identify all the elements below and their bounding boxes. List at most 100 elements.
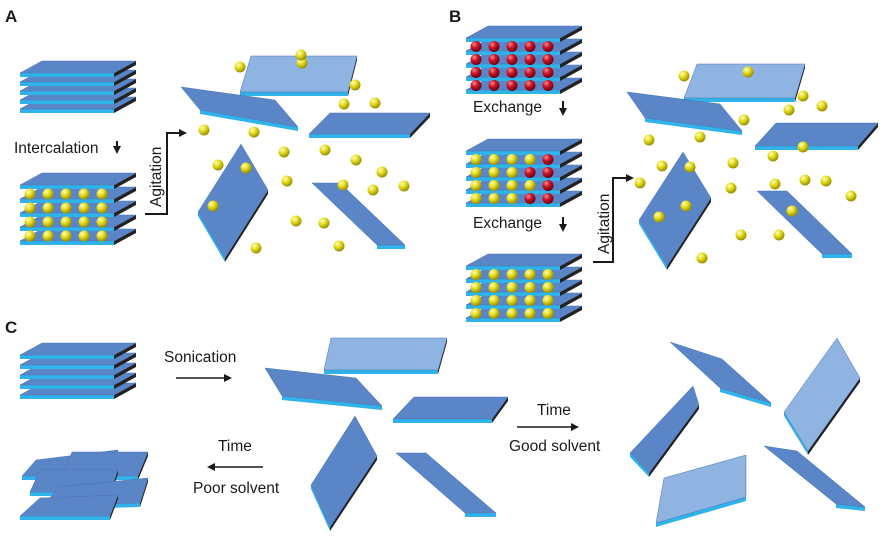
nanosheet (19, 172, 137, 189)
dispersed-sheet (763, 445, 866, 511)
dispersed-sheet (629, 385, 700, 477)
intercalant-ball (367, 184, 379, 196)
cation-ball-red (542, 180, 554, 191)
intercalant-ball (24, 216, 36, 228)
intercalant-ball (319, 144, 331, 156)
intercalant-ball (542, 295, 554, 306)
dispersed-sheet (655, 454, 747, 527)
intercalant-ball (60, 202, 72, 214)
intercalant-ball (488, 269, 500, 280)
dispersed-sheet (395, 452, 497, 517)
intercalant-ball (643, 134, 655, 146)
intercalant-ball (524, 295, 536, 306)
intercalant-ball (653, 211, 665, 223)
restacked-sheet (19, 494, 119, 520)
intercalant-ball (684, 161, 696, 173)
intercalant-ball (542, 282, 554, 293)
nanosheet (465, 253, 583, 270)
red-cation-stack (465, 25, 583, 94)
exchange-label-2: Exchange (473, 215, 542, 232)
exfoliated-sheet (683, 63, 806, 102)
intercalant-ball (488, 295, 500, 306)
intercalant-ball (506, 167, 518, 178)
cation-ball-red (524, 80, 536, 91)
intercalant-ball (198, 124, 210, 136)
cation-ball-red (470, 41, 482, 52)
intercalant-ball (470, 295, 482, 306)
dispersed-sheet (323, 337, 448, 374)
intercalant-ball (786, 205, 798, 217)
cation-ball-red (524, 167, 536, 178)
sheet-layers (19, 25, 879, 531)
intercalant-ball (783, 104, 795, 116)
intercalant-ball (488, 154, 500, 165)
intercalant-ball (96, 188, 108, 200)
intercalant-ball (369, 97, 381, 109)
cation-ball-red (542, 167, 554, 178)
intercalant-ball (742, 66, 754, 78)
intercalated-stack-a (19, 172, 137, 245)
dispersed-sheet (310, 415, 378, 531)
panel-b-letter: B (449, 7, 461, 26)
pristine-stack-a (19, 60, 137, 113)
intercalant-ball (96, 230, 108, 242)
intercalation-label: Intercalation (14, 140, 98, 157)
nanosheet (19, 214, 137, 231)
intercalant-ball (820, 175, 832, 187)
intercalant-ball (398, 180, 410, 192)
elbow-arrow-icon (593, 174, 634, 263)
intercalant-ball (60, 216, 72, 228)
cation-ball-red (506, 54, 518, 65)
nanosheet (19, 228, 137, 245)
intercalant-ball (60, 230, 72, 242)
cation-ball-red (524, 54, 536, 65)
cation-ball-red (470, 67, 482, 78)
intercalant-ball (506, 193, 518, 204)
nanosheet (19, 342, 137, 359)
intercalant-ball (506, 295, 518, 306)
intercalant-ball (470, 180, 482, 191)
intercalant-ball (506, 154, 518, 165)
exchange-label-1: Exchange (473, 99, 542, 116)
intercalant-ball (296, 57, 308, 69)
cation-ball-red (506, 67, 518, 78)
intercalant-ball (506, 180, 518, 191)
intercalant-ball (349, 79, 361, 91)
nanosheet (465, 25, 583, 42)
intercalant-ball (524, 282, 536, 293)
intercalant-ball (42, 230, 54, 242)
intercalant-ball (24, 202, 36, 214)
intercalant-ball (524, 308, 536, 319)
intercalant-ball (24, 230, 36, 242)
dispersed-sheet (392, 396, 509, 423)
agitation-label-b: Agitation (596, 194, 613, 254)
cation-ball-red (524, 67, 536, 78)
intercalant-ball (278, 146, 290, 158)
intercalant-ball (42, 188, 54, 200)
panel-a-letter: A (5, 7, 17, 26)
intercalant-ball (524, 269, 536, 280)
sonication-label: Sonication (164, 349, 236, 366)
intercalant-ball (524, 180, 536, 191)
intercalant-ball (250, 242, 262, 254)
intercalant-ball (797, 141, 809, 153)
intercalant-ball (470, 167, 482, 178)
intercalant-ball (767, 150, 779, 162)
cation-ball-red (488, 54, 500, 65)
cation-ball-red (542, 193, 554, 204)
intercalant-ball (694, 131, 706, 143)
cation-ball-red (542, 67, 554, 78)
intercalant-ball (290, 215, 302, 227)
cation-ball-red (524, 193, 536, 204)
dispersed-sheet (669, 341, 772, 407)
intercalant-ball (24, 188, 36, 200)
time-label-poor: Time (218, 438, 252, 455)
intercalant-ball (470, 193, 482, 204)
intercalant-ball (470, 269, 482, 280)
nanosheet (465, 138, 583, 155)
dispersed-sheet (783, 337, 861, 455)
intercalant-ball (524, 154, 536, 165)
layered-stack-c (19, 342, 137, 399)
exfoliated-sheet (626, 91, 743, 135)
intercalant-ball (295, 49, 307, 61)
